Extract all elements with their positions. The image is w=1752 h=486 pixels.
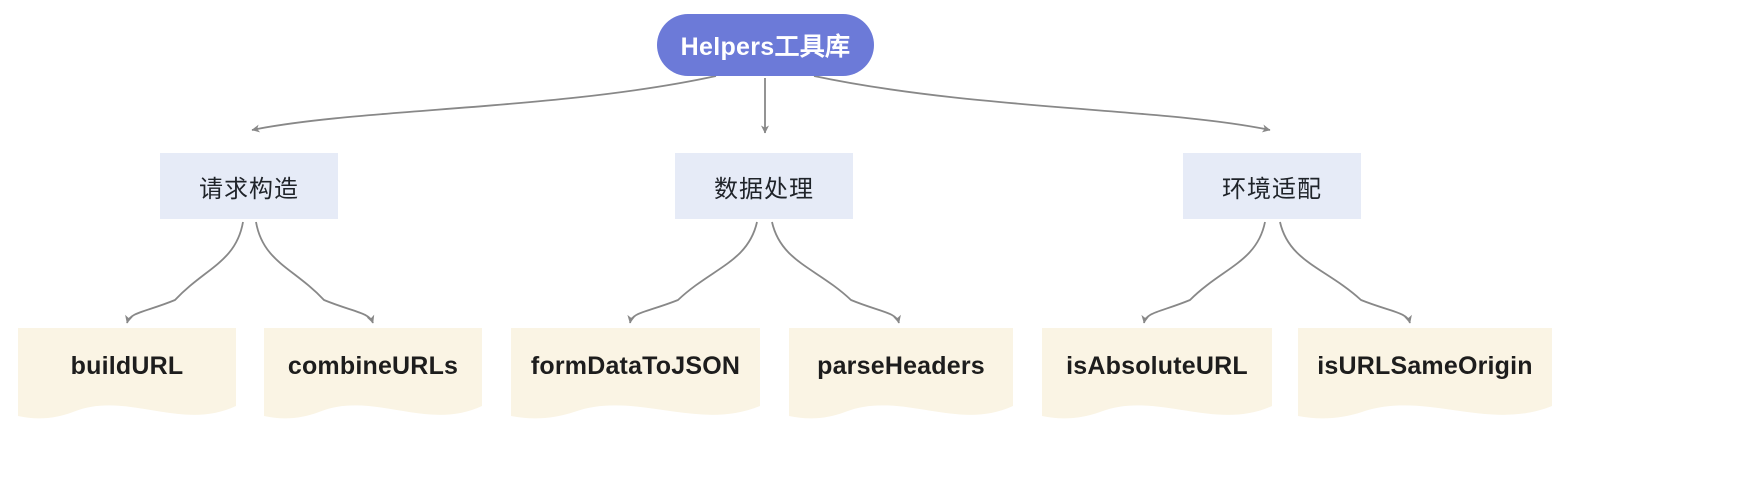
edge-group-2-to-leaf-5 — [1279, 221, 1412, 324]
node-leaf-label: buildURL — [70, 351, 184, 380]
node-group-data-processing[interactable]: 数据处理 — [675, 153, 853, 219]
node-group-label: 数据处理 — [714, 175, 814, 203]
leaf-shape — [1042, 328, 1272, 419]
node-leaf-label: combineURLs — [287, 351, 459, 380]
node-leaf-buildurl[interactable]: buildURL — [18, 328, 236, 430]
leaf-shape — [18, 328, 236, 419]
leaf-shape — [789, 328, 1013, 419]
node-group-request-construction[interactable]: 请求构造 — [160, 153, 338, 219]
node-leaf-label: isURLSameOrigin — [1317, 351, 1533, 380]
edge-group-1-to-leaf-2 — [627, 221, 758, 324]
node-group-label: 请求构造 — [199, 175, 299, 203]
node-leaf-combineurls[interactable]: combineURLs — [264, 328, 482, 430]
leaf-shape — [511, 328, 760, 419]
node-leaf-formdatatojson[interactable]: formDataToJSON — [511, 328, 760, 430]
node-leaf-label: formDataToJSON — [530, 351, 741, 380]
leaf-shape — [1298, 328, 1552, 419]
node-group-environment-adaptation[interactable]: 环境适配 — [1183, 153, 1361, 219]
edge-group-1-to-leaf-3 — [771, 221, 901, 324]
edge-root-to-group-2 — [813, 75, 1271, 133]
edge-group-0-to-leaf-1 — [255, 221, 375, 324]
node-leaf-label: isAbsoluteURL — [1066, 351, 1248, 380]
node-leaf-isurlsameorigin[interactable]: isURLSameOrigin — [1298, 328, 1552, 430]
edge-group-0-to-leaf-0 — [125, 221, 244, 324]
leaf-shape — [264, 328, 482, 419]
node-group-label: 环境适配 — [1222, 175, 1322, 203]
edge-group-2-to-leaf-4 — [1141, 221, 1266, 324]
node-leaf-label: parseHeaders — [817, 351, 985, 380]
node-root-label: Helpers工具库 — [680, 33, 851, 61]
node-leaf-isabsoluteurl[interactable]: isAbsoluteURL — [1042, 328, 1272, 430]
edge-root-to-group-0 — [251, 75, 717, 133]
node-leaf-parseheaders[interactable]: parseHeaders — [789, 328, 1013, 430]
node-root-helpers[interactable]: Helpers工具库 — [657, 14, 874, 76]
